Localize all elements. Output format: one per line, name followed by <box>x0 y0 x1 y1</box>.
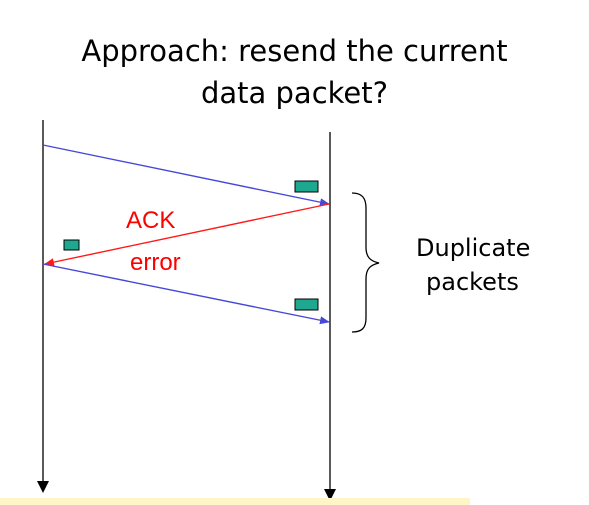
packet-icon <box>294 298 319 311</box>
title-line-1: Approach: resend the current <box>81 34 508 68</box>
error-label: error <box>130 249 181 276</box>
title-line-2: data packet? <box>200 76 389 110</box>
receiver-timeline-arrowhead-icon <box>324 489 336 501</box>
brace-icon <box>351 192 380 333</box>
ack-arrow <box>44 203 330 267</box>
bottom-strip <box>0 498 470 505</box>
duplicate-label-line-2: packets <box>426 268 519 296</box>
duplicate-label-line-1: Duplicate <box>416 234 530 262</box>
data-packet-arrow <box>42 144 330 207</box>
packet-icon <box>294 180 319 193</box>
retransmit-arrow <box>42 263 330 325</box>
slide-title: Approach: resend the current data packet… <box>0 30 589 114</box>
packet-icon <box>63 239 80 251</box>
ack-label: ACK <box>126 207 175 234</box>
sender-timeline-arrowhead-icon <box>37 481 49 493</box>
